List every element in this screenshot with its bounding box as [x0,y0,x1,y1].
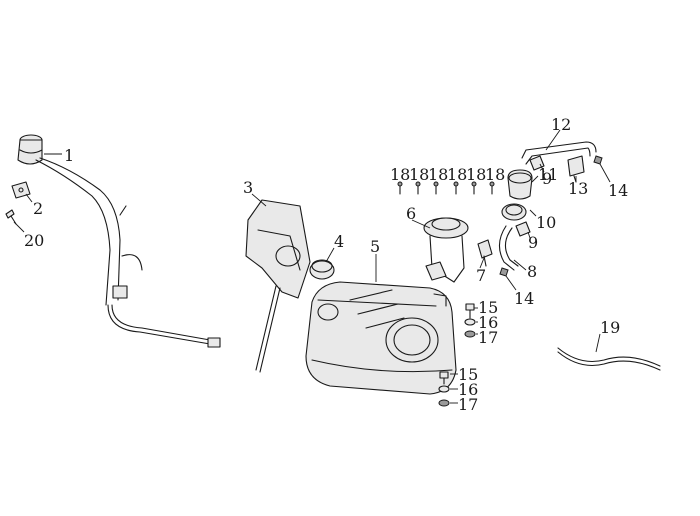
callout-14-upper: 14 [608,181,628,200]
callout-18-3: 18 [428,165,448,184]
part-14-clip-b [499,267,509,277]
part-12-vent-pipe [521,141,597,165]
callout-16-upper: 16 [478,313,498,332]
callout-19: 19 [600,318,620,337]
part-4-fuel-cap [309,259,335,280]
part-9-clamp-a [529,155,545,171]
part-18-screw-row [397,181,495,195]
callout-9-upper: 9 [542,169,552,188]
part-3-tank-cover [245,199,311,373]
callout-3: 3 [243,178,253,197]
callout-18-5: 18 [466,165,486,184]
part-19-overflow-hose [557,347,661,371]
part-17-nut-b [438,399,450,407]
callout-4: 4 [334,232,344,251]
part-1-filler-neck [17,134,143,306]
callout-2: 2 [33,199,43,218]
callout-16-lower: 16 [458,380,478,399]
part-10-filter [501,203,527,221]
part-2-bracket [11,181,31,199]
part-7-sensor [477,239,493,267]
part-15-bolt-b [439,371,449,385]
callout-18-2: 18 [409,165,429,184]
part-17-nut-a [464,330,476,338]
part-9-clamp-b [515,221,531,237]
callout-1: 1 [64,146,74,165]
callout-9-lower: 9 [528,233,538,252]
callout-5: 5 [370,237,380,256]
callout-7: 7 [476,266,486,285]
callout-6: 6 [406,204,416,223]
callout-18-1: 18 [390,165,410,184]
callout-10: 10 [536,213,556,232]
callout-8: 8 [527,262,537,281]
callout-11: 11 [538,165,558,184]
breather-hose [107,304,221,348]
callout-14-lower: 14 [514,289,534,308]
part-11-filter-housing [507,169,533,200]
part-8-hose [498,225,519,271]
part-5-fuel-tank [305,281,457,395]
callout-15-upper: 15 [478,298,498,317]
callout-15-lower: 15 [458,365,478,384]
callout-13: 13 [568,179,588,198]
callout-12: 12 [551,115,571,134]
callout-18-4: 18 [447,165,467,184]
part-16-washer-a [464,318,476,326]
callout-20: 20 [24,231,44,250]
callout-17-upper: 17 [478,328,498,347]
part-6-fuel-pump [423,217,469,283]
part-16-washer-b [438,385,450,393]
part-15-bolt-a [465,303,475,319]
leader-lines [13,129,611,404]
part-14-clip-a [593,155,603,165]
callout-17-lower: 17 [458,395,478,414]
part-13-valve [567,155,585,183]
callout-18-6: 18 [485,165,505,184]
